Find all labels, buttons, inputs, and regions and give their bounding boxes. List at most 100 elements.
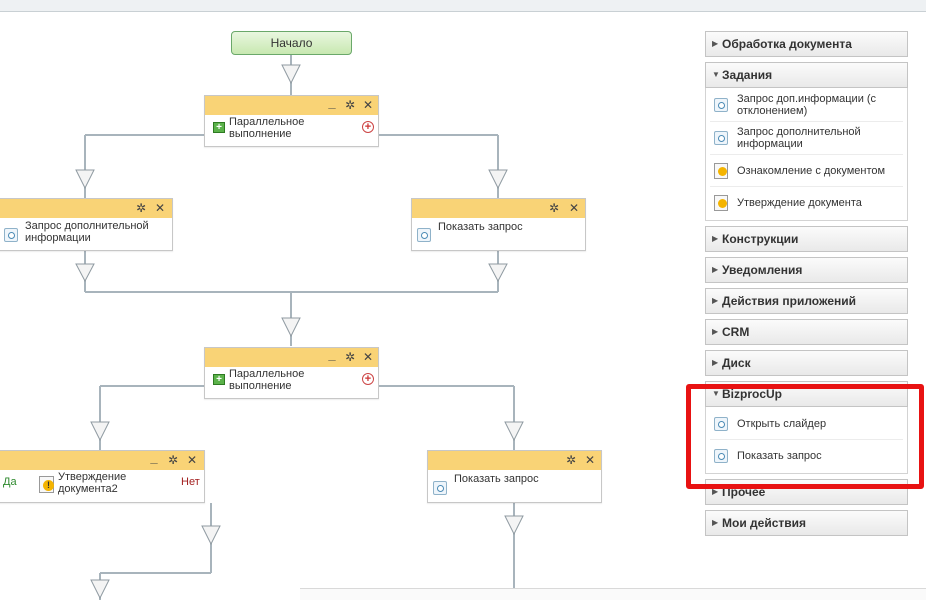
group-header[interactable]: ▶Мои действия [705,510,908,536]
group-title: Уведомления [722,263,803,277]
document-warning-icon [714,195,728,211]
document-warning-icon: ! [39,476,54,493]
parallel-execution-activity-2[interactable]: _ ✲ ✕ + Параллельное выполнение + [204,347,379,399]
task-icon [417,228,431,242]
item-label: Ознакомление с документом [737,164,886,177]
list-item[interactable]: Открыть слайдер [710,408,903,440]
task-icon [4,228,18,242]
group-header[interactable]: ▶CRM [705,319,908,345]
list-item[interactable]: Запрос доп.информации (с отклонением) [710,89,903,122]
item-label: Открыть слайдер [737,417,827,430]
parallel-execution-activity-1[interactable]: _ ✲ ✕ + Параллельное выполнение + [204,95,379,147]
highlight-frame [686,384,924,489]
start-node[interactable]: Начало [231,31,352,55]
minimize-icon[interactable]: _ [328,347,336,362]
minimize-icon[interactable]: _ [328,95,336,110]
close-icon[interactable]: ✕ [568,201,580,215]
gear-icon[interactable]: ✲ [167,453,179,467]
close-icon[interactable]: ✕ [362,350,374,364]
activity-title: Параллельное выполнение [229,116,305,140]
group-title: Задания [722,68,773,82]
activity-palette: ▶Обработка документа ▼Задания Запрос доп… [705,31,908,541]
activity-header: ✲ ✕ [412,199,585,218]
group-title: Обработка документа [722,37,852,51]
activity-header: _ ✲ ✕ [205,348,378,367]
close-icon[interactable]: ✕ [186,453,198,467]
add-branch-icon[interactable]: + [213,122,225,133]
close-icon[interactable]: ✕ [362,98,374,112]
minimize-icon[interactable]: _ [150,450,158,465]
group-header[interactable]: ▼Задания [705,62,908,88]
group-app-actions[interactable]: ▶Действия приложений [705,288,908,314]
chevron-right-icon: ▶ [712,358,719,367]
gear-icon[interactable]: ✲ [548,201,560,215]
group-header[interactable]: ▶Конструкции [705,226,908,252]
activity-title: Запрос дополнительной информации [25,220,149,244]
gear-icon[interactable]: ✲ [135,201,147,215]
group-crm[interactable]: ▶CRM [705,319,908,345]
group-header[interactable]: ▶Действия приложений [705,288,908,314]
document-warning-icon [714,162,728,179]
chevron-right-icon: ▶ [712,265,719,274]
add-branch-circle-icon[interactable]: + [362,373,374,385]
chevron-right-icon: ▶ [712,487,719,496]
chevron-right-icon: ▶ [712,234,719,243]
gear-icon[interactable]: ✲ [565,453,577,467]
activity-title: Утверждение документа2 [58,471,127,495]
item-label: Утверждение документа [737,197,862,209]
close-icon[interactable]: ✕ [154,201,166,215]
group-notifications[interactable]: ▶Уведомления [705,257,908,283]
gear-icon[interactable]: ✲ [344,98,356,112]
task-icon [714,416,728,431]
chevron-right-icon: ▶ [712,518,719,527]
add-branch-circle-icon[interactable]: + [362,121,374,133]
group-header[interactable]: ▶Диск [705,350,908,376]
activity-header: ✲ ✕ [0,199,172,218]
activity-header: ✲ ✕ [428,451,601,470]
yes-branch-label: Да [3,476,17,488]
bottom-panel-edge [300,588,926,600]
item-label: Запрос доп.информации (с отклонением) [737,93,877,117]
activity-title: Параллельное выполнение [229,368,305,392]
task-icon [714,131,728,145]
workflow-canvas[interactable]: Начало _ ✲ ✕ + Параллельное выполнение +… [0,13,926,600]
item-label: Показать запрос [737,450,822,462]
activity-header: _ ✲ ✕ [0,451,204,470]
activity-title: Показать запрос [454,473,539,485]
close-icon[interactable]: ✕ [584,453,596,467]
group-disk[interactable]: ▶Диск [705,350,908,376]
top-toolbar-strip [0,0,926,12]
show-request-activity-1[interactable]: ✲ ✕ Показать запрос [411,198,586,251]
add-branch-icon[interactable]: + [213,374,225,385]
task-icon [714,98,728,112]
request-info-activity[interactable]: ✲ ✕ Запрос дополнительной информации [0,198,173,251]
no-branch-label: Нет [181,476,200,488]
activity-title: Показать запрос [438,221,523,233]
group-items: Открыть слайдер Показать запрос [705,407,908,474]
list-item[interactable]: Показать запрос [710,440,903,472]
task-icon [714,449,728,463]
group-items: Запрос доп.информации (с отклонением) За… [705,88,908,221]
group-header[interactable]: ▶Обработка документа [705,31,908,57]
activity-header: _ ✲ ✕ [205,96,378,115]
list-item[interactable]: Ознакомление с документом [710,155,903,187]
group-tasks[interactable]: ▼Задания Запрос доп.информации (с отклон… [705,62,908,221]
task-icon [433,481,447,495]
list-item[interactable]: Запрос дополнительной информации [710,122,903,155]
group-title: BizprocUp [722,387,782,401]
list-item[interactable]: Утверждение документа [710,187,903,219]
gear-icon[interactable]: ✲ [344,350,356,364]
chevron-right-icon: ▶ [712,296,719,305]
approve-document-activity[interactable]: _ ✲ ✕ Да ! Утверждение документа2 Нет [0,450,205,503]
chevron-right-icon: ▶ [712,39,719,48]
show-request-activity-2[interactable]: ✲ ✕ Показать запрос [427,450,602,503]
connector-lines [75,55,524,600]
group-document-processing[interactable]: ▶Обработка документа [705,31,908,57]
group-my-actions[interactable]: ▶Мои действия [705,510,908,536]
group-title: Конструкции [722,232,799,246]
chevron-right-icon: ▶ [712,327,719,336]
group-title: Диск [722,356,751,370]
group-constructions[interactable]: ▶Конструкции [705,226,908,252]
group-header[interactable]: ▶Уведомления [705,257,908,283]
group-title: Действия приложений [722,294,857,308]
